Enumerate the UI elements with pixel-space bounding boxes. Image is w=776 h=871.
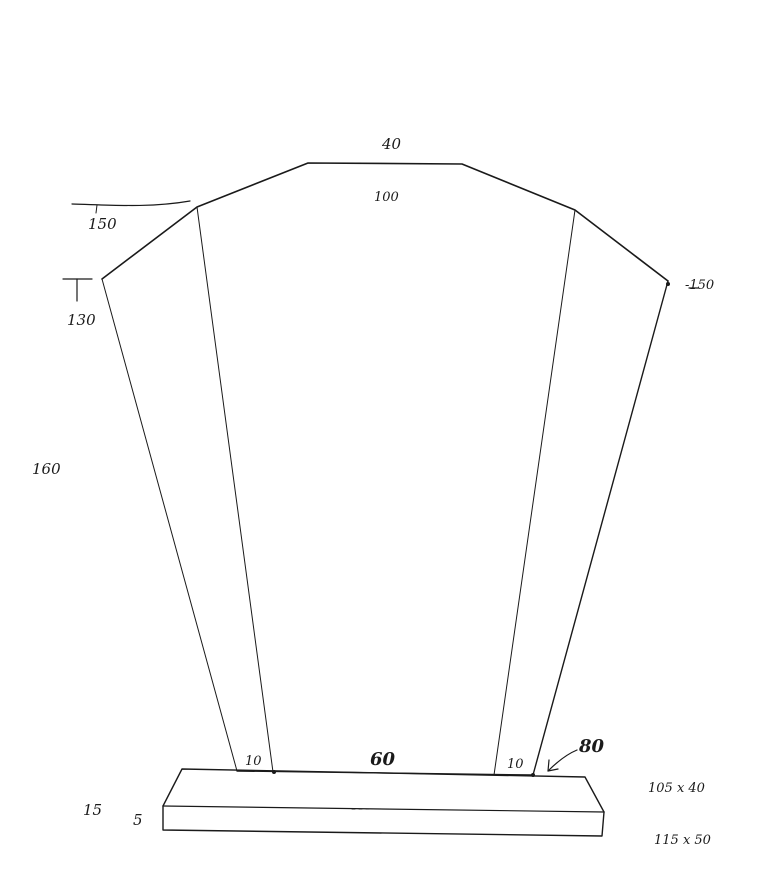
corner-dot	[666, 282, 670, 286]
base-top-outline	[162, 768, 605, 813]
total-height-label: 160	[32, 460, 61, 478]
stone-left-outer-edge	[101, 278, 238, 772]
shoulder-left-height-label: 150	[88, 215, 117, 233]
base-bevel-label: 5	[133, 811, 143, 829]
shoulder-right-height-label: -150	[685, 278, 715, 293]
bottom-left-inset-label: 10	[245, 754, 262, 769]
top-width-label: 40	[382, 135, 402, 153]
stem-arrowhead	[547, 759, 559, 772]
stone-right-inner-edge	[493, 209, 576, 776]
base-middle-edge	[162, 805, 605, 813]
stone-right-outer-edge	[532, 280, 669, 776]
base-height-label: 15	[83, 801, 103, 819]
stone-left-inner-edge	[196, 206, 274, 773]
stem-width-label: 80	[579, 736, 605, 757]
base-bottom-size-label: 115 x 50	[654, 833, 711, 848]
base-lower-outline	[162, 805, 605, 837]
base-top-size-label: 105 x 40	[648, 781, 705, 796]
stone-top-outline	[101, 162, 669, 282]
shoulder-height-tick	[95, 204, 98, 214]
side-height-label: 130	[67, 311, 96, 329]
shoulder-height-mark	[71, 200, 191, 207]
bottom-panel-width-label: 60	[370, 749, 396, 770]
stem-arrow	[547, 749, 578, 772]
upper-width-label: 100	[374, 190, 399, 205]
bottom-right-inset-label: 10	[507, 757, 524, 772]
